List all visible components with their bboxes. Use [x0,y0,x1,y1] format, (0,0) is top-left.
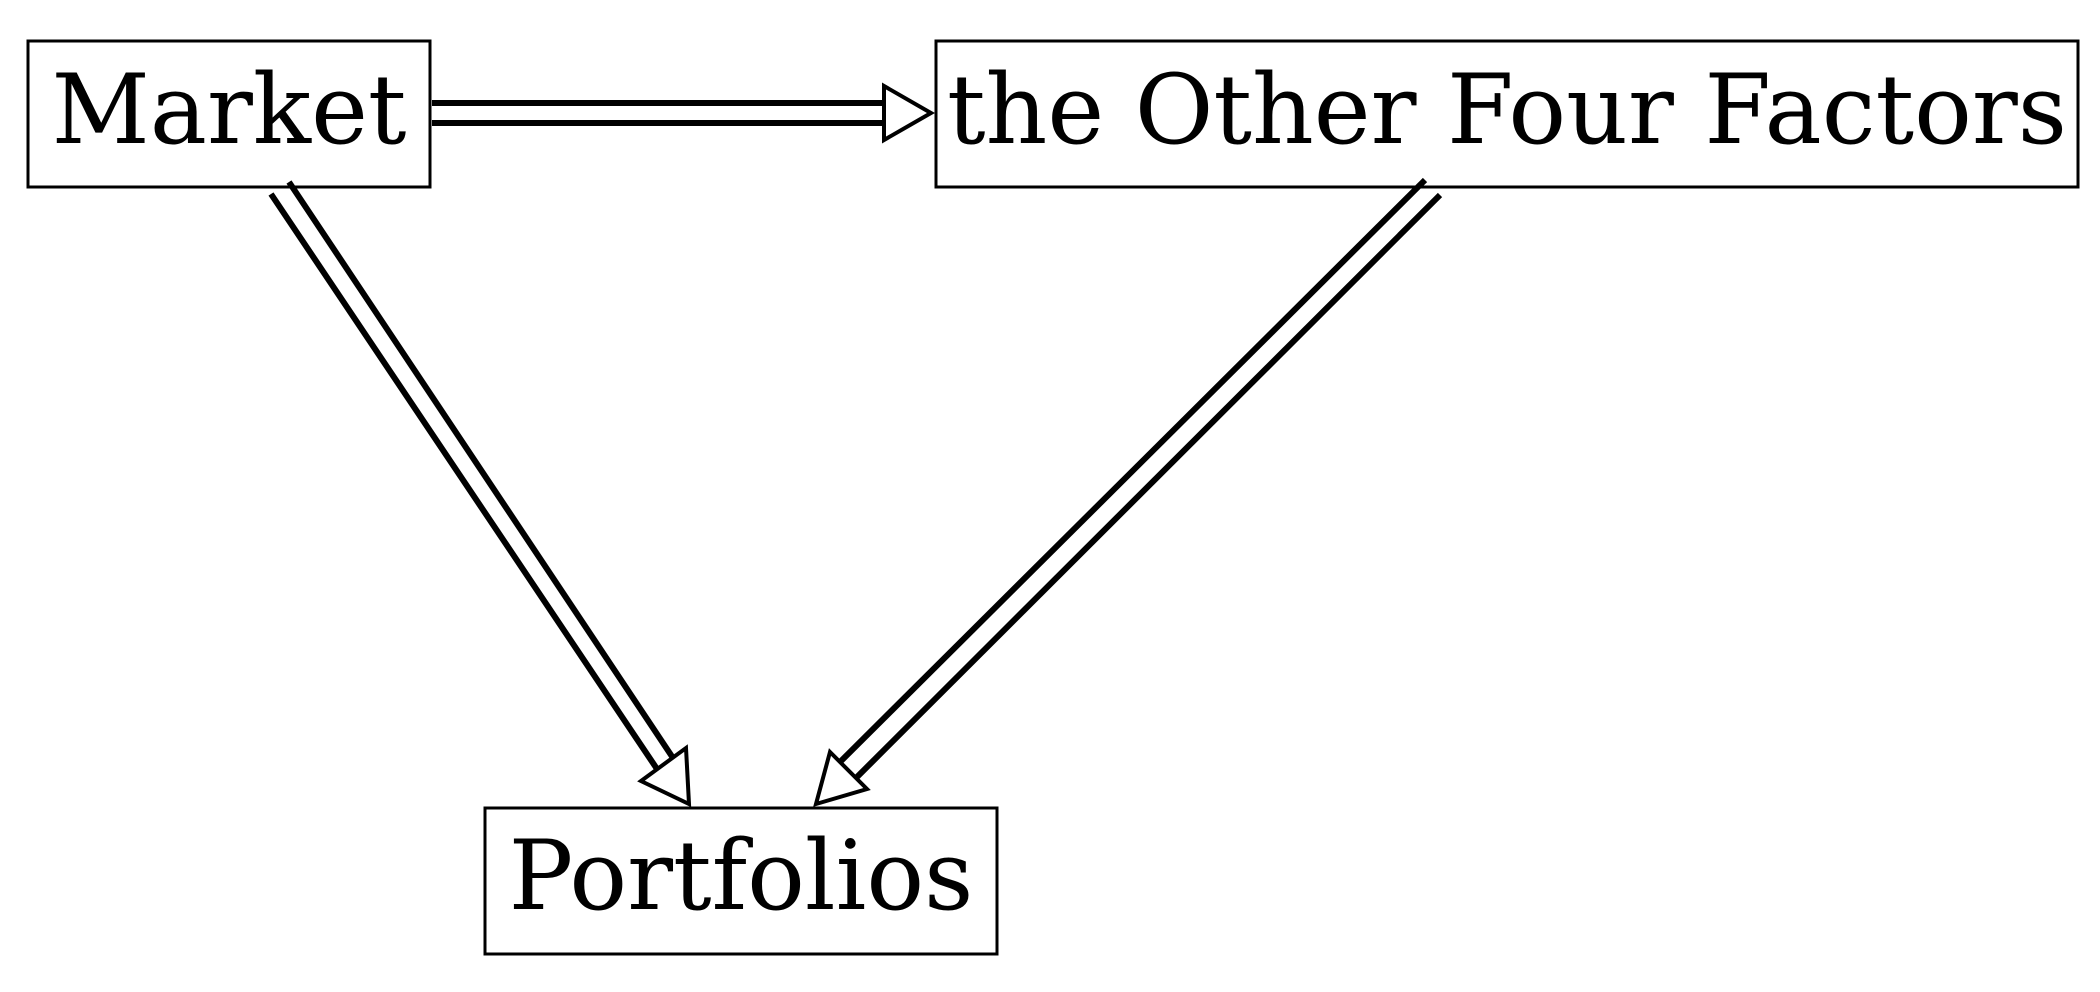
node-other-factors-label: the Other Four Factors [947,54,2067,166]
node-market: Market [26,39,432,189]
node-market-box [26,39,432,189]
double-arrow-head-icon [813,748,871,807]
edge-market-to-portfolios [268,180,692,808]
node-other-factors: the Other Four Factors [934,39,2080,189]
node-market-label: Market [52,54,407,166]
node-portfolios-box [483,806,999,956]
double-arrow-head-icon [882,82,936,144]
edge-other-factors-to-portfolios-line-right [852,192,1443,782]
edge-market-to-other-factors [432,82,936,144]
edge-market-to-portfolios-line-right [286,180,676,760]
edge-market-to-portfolios-line-left [268,192,660,771]
node-other-factors-box [934,39,2080,189]
edge-other-factors-to-portfolios [813,177,1443,807]
node-portfolios: Portfolios [483,806,999,956]
double-arrow-head-icon [637,744,692,808]
edge-other-factors-to-portfolios-line-left [835,177,1428,767]
node-portfolios-label: Portfolios [509,820,974,932]
